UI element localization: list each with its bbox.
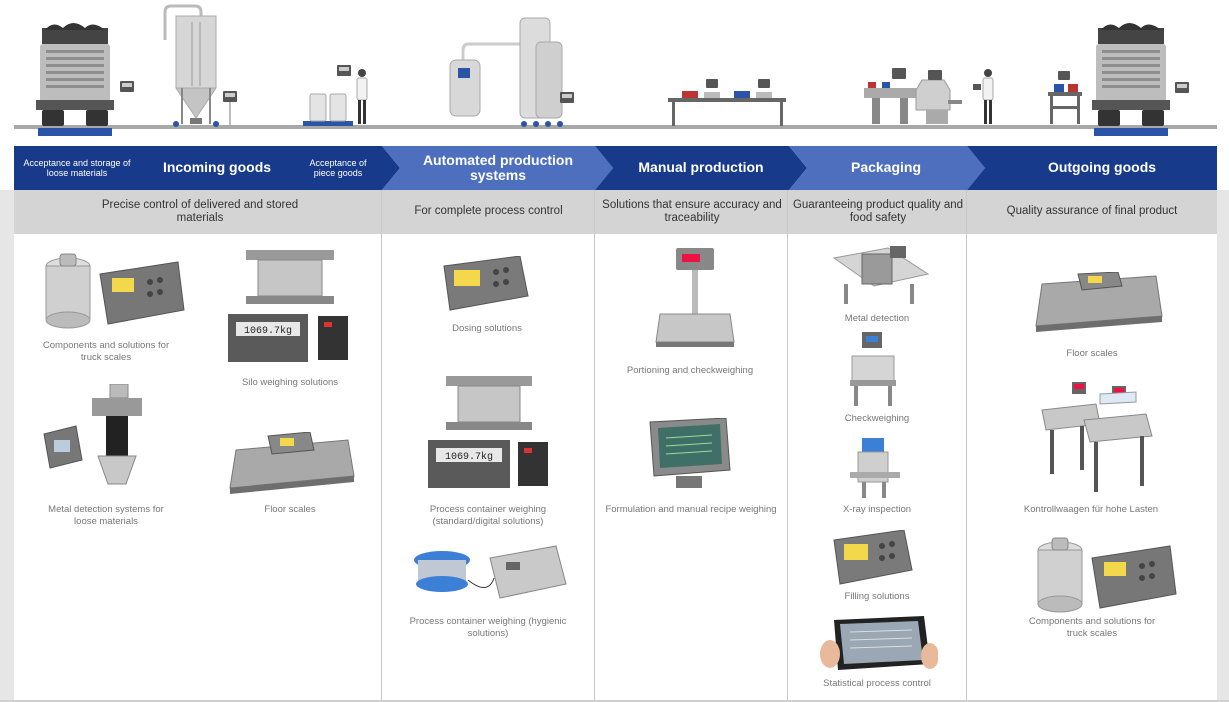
process-weighing-hygienic-icon (414, 545, 567, 599)
process-weighing-standard-icon: 1069.7kg (428, 376, 548, 488)
tablet-icon (820, 616, 938, 670)
caption-portioning: Portioning and checkweighing (626, 365, 754, 376)
chevron-sub-piece: Acceptance of piece goods (309, 157, 367, 178)
chevron-manual-label: Manual production (638, 159, 764, 176)
band-automated: For complete process control (414, 205, 563, 218)
column-divider (966, 190, 967, 702)
filling-terminal-icon (833, 530, 913, 585)
caption-truck-components: Components and solutions for truck scale… (42, 340, 170, 363)
metal-detection-loose-icon (43, 384, 142, 485)
caption-checkweighing: Checkweighing (844, 413, 910, 424)
caption-process-std: Process container weighing (standard/dig… (429, 504, 547, 527)
caption-floor-out: Floor scales (1066, 348, 1118, 359)
bottom-border (0, 700, 1229, 702)
chevron-automated (382, 146, 613, 190)
chevron-incoming-label: Incoming goods (162, 159, 272, 176)
piece-goods-icon (303, 65, 353, 126)
band-outgoing: Quality assurance of final product (1006, 205, 1178, 218)
column-divider (381, 190, 382, 702)
person-icon (973, 69, 994, 124)
chevron-outgoing (967, 146, 1217, 190)
terminal-icon (1175, 82, 1189, 93)
monitor-icon (649, 418, 731, 488)
tank-icon (449, 17, 574, 127)
process-display-readout: 1069.7kg (445, 451, 493, 463)
floor-scale-icon (229, 432, 355, 494)
bench-scale-column-icon (655, 248, 735, 347)
machine-icon (864, 68, 962, 124)
column-divider (594, 190, 595, 702)
caption-filling: Filling solutions (844, 591, 910, 602)
caption-dosing: Dosing solutions (452, 323, 522, 334)
caption-silo: Silo weighing solutions (241, 377, 339, 388)
chevron-incoming (14, 146, 400, 190)
load-cell-icon (1037, 537, 1177, 613)
silo-icon (163, 4, 219, 127)
silo-weighing-module-icon: 1069.7kg (228, 250, 348, 362)
caption-metal-det: Metal detection (844, 313, 910, 324)
person-icon (356, 69, 368, 124)
column-divider (787, 190, 788, 702)
caption-kontroll: Kontrollwaagen für hohe Lasten (1023, 504, 1159, 515)
table-icon (668, 79, 786, 126)
high-load-checkweigher-icon (1041, 382, 1153, 492)
silo-display-readout: 1069.7kg (244, 325, 292, 337)
floor-scale-icon (1035, 272, 1163, 332)
dosing-terminal-icon (443, 256, 529, 311)
caption-metal-loose: Metal detection systems for loose materi… (48, 504, 164, 527)
production-scene-illustration (14, 4, 1217, 136)
band-packaging: Guaranteeing product quality and food sa… (792, 198, 964, 224)
chevron-sub-loose: Acceptance and storage of loose material… (23, 157, 131, 178)
chevron-automated-label: Automated production systems (422, 151, 574, 183)
terminal-icon (223, 91, 237, 125)
process-chevron-band (14, 146, 1217, 190)
truck-icon (36, 23, 114, 136)
truck-icon (1092, 23, 1170, 136)
chevron-outgoing-label: Outgoing goods (1047, 159, 1157, 176)
xray-icon (850, 438, 900, 498)
left-margin-bar (0, 190, 14, 702)
chevron-packaging-label: Packaging (850, 159, 922, 176)
checkweigher-icon (850, 332, 896, 406)
chevron-manual (595, 146, 807, 190)
band-incoming: Precise control of delivered and stored … (101, 198, 299, 224)
caption-spc: Statistical process control (823, 678, 931, 689)
terminal-icon (120, 81, 134, 92)
right-margin-bar (1217, 190, 1229, 702)
caption-formulation: Formulation and manual recipe weighing (605, 504, 777, 515)
caption-process-hyg: Process container weighing (hygienic sol… (409, 616, 567, 639)
caption-floor-in: Floor scales (264, 504, 316, 515)
band-manual: Solutions that ensure accuracy and trace… (602, 198, 782, 224)
caption-xray: X-ray inspection (842, 504, 912, 515)
caption-truck-components-out: Components and solutions for truck scale… (1028, 616, 1156, 639)
load-cell-icon (45, 253, 185, 329)
bench-scale-icon (1048, 71, 1082, 124)
chevron-packaging (789, 146, 985, 190)
column-heading-band (14, 190, 1217, 234)
metal-detector-conveyor-icon (832, 246, 930, 304)
